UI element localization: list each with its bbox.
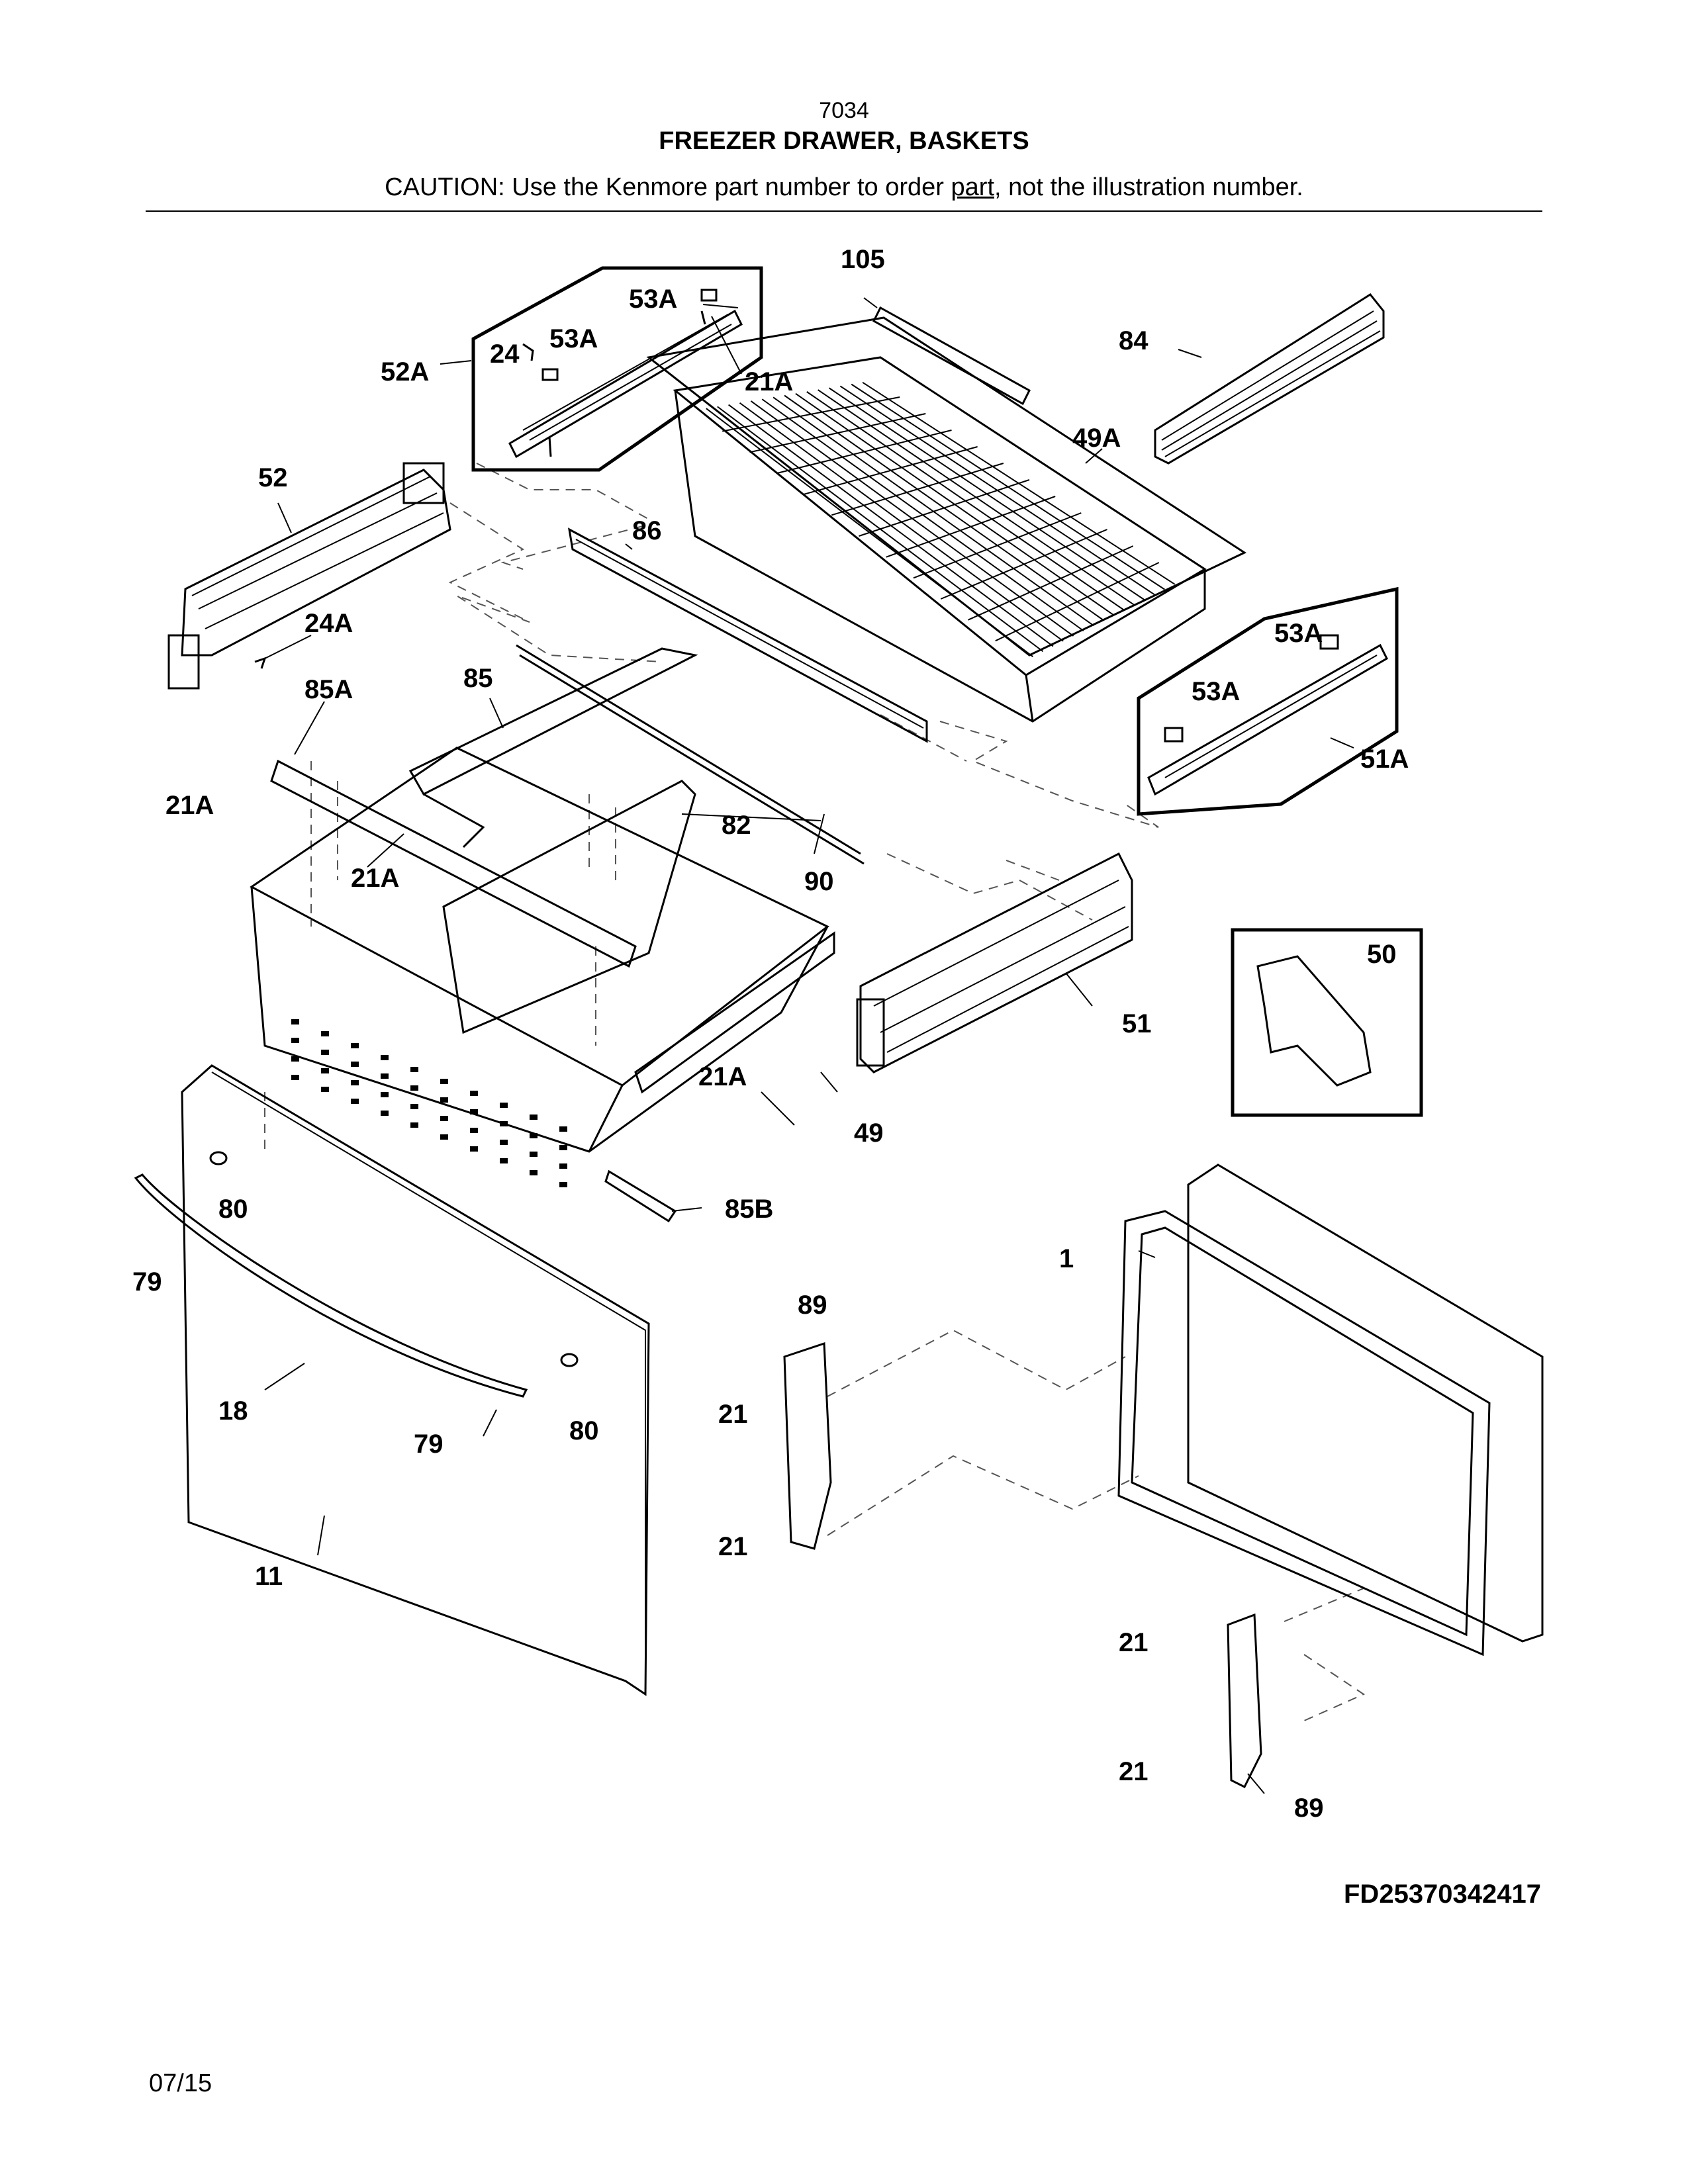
callout-21[interactable]: 21: [718, 1400, 748, 1429]
callout-86[interactable]: 86: [632, 516, 662, 545]
callout-21a[interactable]: 21A: [351, 864, 399, 893]
callout-85a[interactable]: 85A: [305, 675, 353, 704]
callout-21a[interactable]: 21A: [745, 367, 793, 396]
door-liner-1[interactable]: [1117, 1163, 1544, 1657]
callout-82[interactable]: 82: [722, 811, 751, 840]
wire-basket-49a[interactable]: [646, 316, 1247, 723]
callout-labels: 105 84 53A 24 53A 52A 21A 49A 52 86 24A …: [132, 245, 1409, 1823]
model-number: 7034: [819, 98, 869, 123]
alignment-lines: [264, 463, 1366, 1721]
part-85b-bar[interactable]: [604, 1169, 677, 1223]
callout-89[interactable]: 89: [798, 1291, 827, 1320]
part-50-box[interactable]: [1231, 928, 1423, 1117]
drawer-front-11[interactable]: [134, 1064, 650, 1696]
drawing-code: FD25370342417: [1344, 1880, 1541, 1909]
callout-53a[interactable]: 53A: [629, 285, 677, 314]
bracket-89-lower[interactable]: [1227, 1613, 1262, 1789]
callout-53a[interactable]: 53A: [1192, 677, 1240, 706]
callout-21a[interactable]: 21A: [698, 1062, 747, 1091]
slide-rail-52[interactable]: [167, 462, 451, 690]
page-title: FREEZER DRAWER, BASKETS: [659, 127, 1029, 155]
callout-18[interactable]: 18: [218, 1396, 248, 1426]
callout-85[interactable]: 85: [463, 664, 493, 693]
bracket-89-upper[interactable]: [783, 1342, 832, 1550]
callout-90[interactable]: 90: [804, 867, 834, 896]
callout-1[interactable]: 1: [1059, 1244, 1074, 1273]
freezer-basket-49[interactable]: [250, 747, 835, 1187]
callout-80[interactable]: 80: [218, 1195, 248, 1224]
callout-11[interactable]: 11: [255, 1562, 283, 1591]
part-105-bar[interactable]: [872, 306, 1031, 406]
callout-53a[interactable]: 53A: [1274, 619, 1323, 648]
callout-24[interactable]: 24: [490, 340, 520, 369]
caution-text: CAUTION: Use the Kenmore part number to …: [385, 173, 951, 201]
callout-80[interactable]: 80: [569, 1416, 599, 1445]
rail-kit-box-51a[interactable]: [1137, 586, 1399, 816]
callout-53a[interactable]: 53A: [549, 324, 598, 353]
callout-89[interactable]: 89: [1294, 1794, 1324, 1823]
callout-51a[interactable]: 51A: [1360, 745, 1409, 774]
rail-kit-box-52a[interactable]: [471, 266, 763, 472]
part-86-rail[interactable]: [568, 527, 928, 743]
callout-49[interactable]: 49: [854, 1118, 884, 1148]
caution-note: CAUTION: Use the Kenmore part number to …: [0, 173, 1688, 202]
callout-50[interactable]: 50: [1367, 940, 1397, 969]
part-link[interactable]: part: [951, 173, 994, 201]
callout-52a[interactable]: 52A: [381, 357, 429, 387]
leader-lines: [264, 297, 1354, 1794]
callout-21[interactable]: 21: [718, 1532, 748, 1561]
callout-21a[interactable]: 21A: [165, 791, 214, 820]
divider-82[interactable]: [442, 780, 696, 1034]
callout-84[interactable]: 84: [1119, 326, 1149, 355]
callout-79[interactable]: 79: [132, 1267, 162, 1297]
callout-79[interactable]: 79: [414, 1430, 444, 1459]
callout-24a[interactable]: 24A: [305, 609, 353, 638]
header-divider: [146, 210, 1542, 212]
wire-grid: [706, 381, 1176, 657]
callout-85b[interactable]: 85B: [725, 1195, 773, 1224]
slide-rail-51[interactable]: [856, 852, 1133, 1073]
callout-49a[interactable]: 49A: [1072, 424, 1121, 453]
vent-holes: [291, 1019, 567, 1187]
part-84-divider[interactable]: [1154, 293, 1385, 465]
callout-105[interactable]: 105: [841, 245, 885, 274]
revision-date: 07/15: [149, 2070, 212, 2097]
callout-21[interactable]: 21: [1119, 1757, 1149, 1786]
callout-21[interactable]: 21: [1119, 1628, 1149, 1657]
basket-divider-85[interactable]: [270, 647, 698, 968]
caution-text-end: , not the illustration number.: [994, 173, 1303, 201]
callout-51[interactable]: 51: [1122, 1009, 1152, 1038]
callout-52[interactable]: 52: [258, 463, 288, 492]
